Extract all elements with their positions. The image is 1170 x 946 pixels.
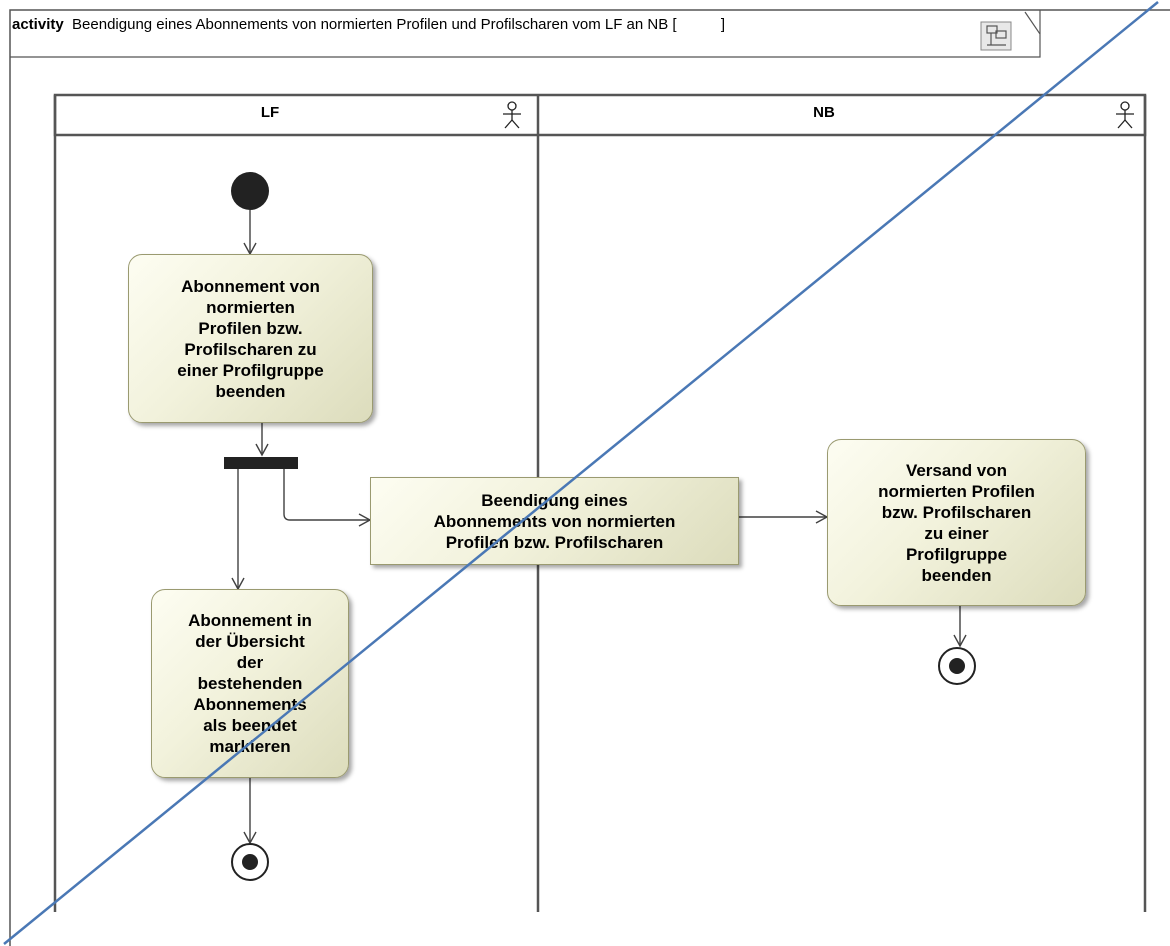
action-markieren[interactable]: Abonnement in der Übersicht der bestehen… (151, 589, 349, 778)
frame-title: activity Beendigung eines Abonnements vo… (12, 16, 725, 33)
lane-label-lf: LF (260, 104, 280, 121)
actor-icon (503, 101, 521, 129)
fork-node (224, 457, 298, 469)
frame-title-text: Beendigung eines Abonnements von normier… (72, 16, 677, 33)
action-versand-label: Versand von normierten Profilen bzw. Pro… (878, 460, 1035, 585)
action-abonnement-beenden-label: Abonnement von normierten Profilen bzw. … (177, 276, 324, 401)
action-versand[interactable]: Versand von normierten Profilen bzw. Pro… (827, 439, 1086, 606)
final-node (231, 843, 269, 881)
frame-bracket-close: ] (720, 16, 726, 33)
action-markieren-label: Abonnement in der Übersicht der bestehen… (188, 611, 312, 756)
diagram-icon (980, 21, 1012, 51)
object-beendigung-label: Beendigung eines Abonnements von normier… (433, 490, 676, 552)
final-node (938, 647, 976, 685)
initial-node (231, 172, 269, 210)
action-abonnement-beenden[interactable]: Abonnement von normierten Profilen bzw. … (128, 254, 373, 423)
frame-keyword: activity (12, 16, 64, 33)
actor-icon (1116, 101, 1134, 129)
flow-fork-to-object (283, 469, 372, 527)
object-beendigung[interactable]: Beendigung eines Abonnements von normier… (370, 477, 739, 565)
lane-label-nb: NB (813, 104, 835, 121)
